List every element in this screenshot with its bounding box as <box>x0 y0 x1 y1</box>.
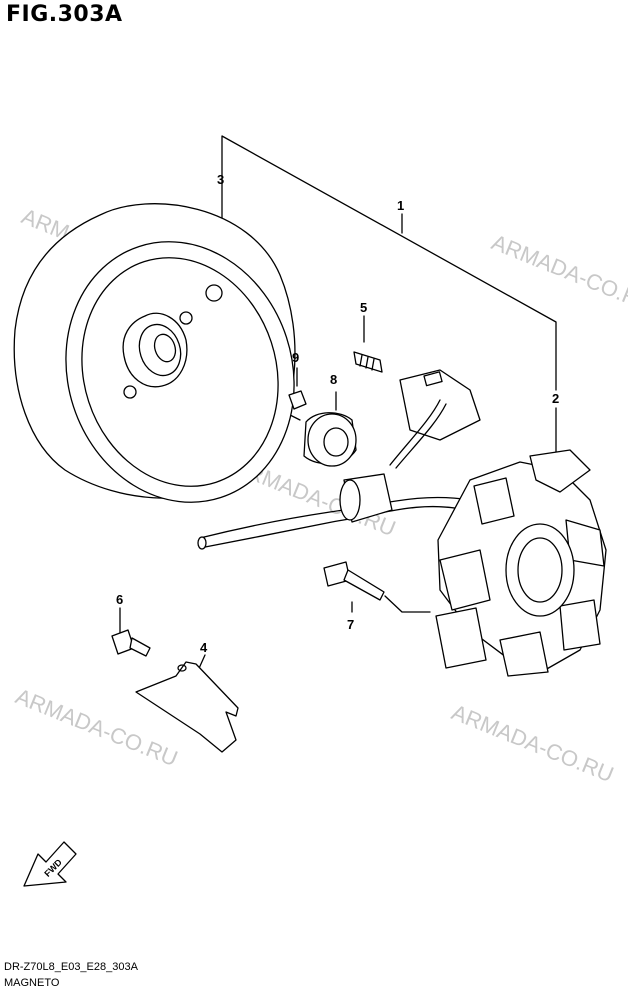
callout-1: 1 <box>397 198 404 213</box>
pickup-coil <box>353 351 481 469</box>
diagram-code: DR-Z70L8_E03_E28_303A <box>4 961 138 973</box>
callout-3: 3 <box>217 172 224 187</box>
callout-numbers: 1 2 3 4 5 6 7 8 9 <box>116 172 559 655</box>
watermark-2: ARMADA-CO.RU <box>488 229 628 317</box>
callout-5: 5 <box>360 300 367 315</box>
callout-6: 6 <box>116 592 123 607</box>
watermark-5: ARMADA-CO.RU <box>448 699 617 787</box>
callout-9: 9 <box>292 350 299 365</box>
wire-clamp <box>135 661 239 753</box>
callout-4: 4 <box>200 640 208 655</box>
figure-title: FIG.303A <box>6 2 123 27</box>
callout-8: 8 <box>330 372 337 387</box>
stator-bolt <box>323 561 385 601</box>
flywheel-rotor <box>13 203 296 503</box>
woodruff-key <box>288 390 307 410</box>
diagram-name: MAGNETO <box>4 977 60 989</box>
stator <box>435 449 607 677</box>
callout-7: 7 <box>347 617 354 632</box>
clamp-bolt <box>111 629 151 657</box>
fwd-arrow: FWD <box>23 841 77 887</box>
callout-2: 2 <box>552 391 559 406</box>
collar <box>303 412 357 467</box>
